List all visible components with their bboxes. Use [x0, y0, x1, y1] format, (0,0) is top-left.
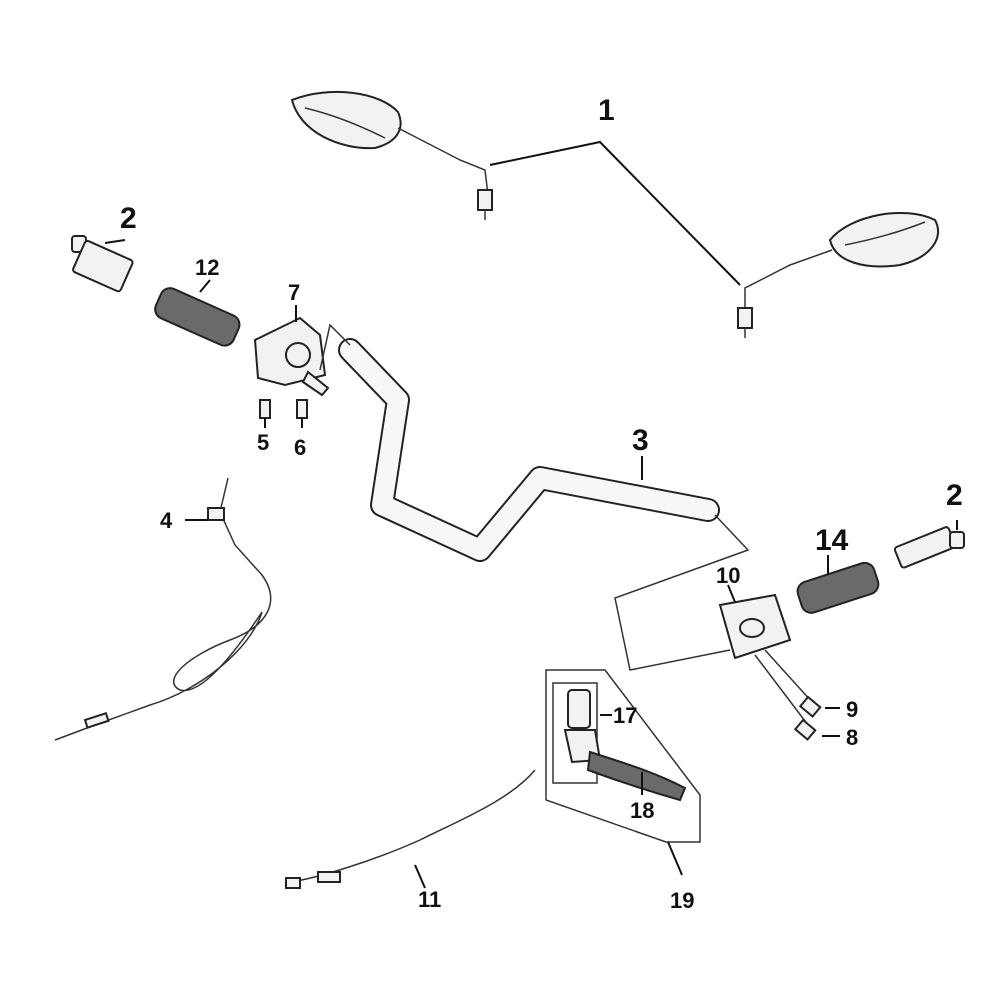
left-switch-housing [253, 305, 330, 397]
right-mirror [737, 211, 940, 338]
callout-9: 9 [846, 697, 858, 722]
lever-assembly-box [545, 669, 701, 843]
callout-10: 10 [716, 563, 740, 588]
throttle-cable [54, 477, 272, 741]
leader-1 [489, 140, 741, 286]
callout-8: 8 [846, 725, 858, 750]
callout-17: 17 [613, 703, 637, 728]
lever-master-cylinder [563, 689, 602, 764]
guide-left [319, 323, 351, 371]
brake-lever [586, 714, 687, 876]
callout-4: 4 [160, 508, 173, 533]
callout-3: 3 [632, 424, 649, 457]
callout-6: 6 [294, 435, 306, 460]
handlebar [338, 338, 720, 562]
screw-6 [296, 399, 308, 428]
bolt-9 [764, 649, 840, 718]
callout-5: 5 [257, 430, 269, 455]
left-grip [154, 279, 241, 347]
callout-2-right: 2 [946, 479, 963, 512]
callout-18: 18 [630, 798, 654, 823]
callout-2-left: 2 [120, 202, 137, 235]
callout-7: 7 [288, 280, 300, 305]
bolt-8 [754, 654, 840, 741]
callout-11: 11 [418, 887, 441, 912]
right-bar-end [893, 520, 965, 569]
left-bar-end [71, 235, 134, 293]
callout-12: 12 [195, 255, 219, 280]
guide-right [614, 514, 750, 671]
screw-5 [259, 399, 271, 428]
right-grip [796, 555, 880, 614]
left-mirror [290, 90, 493, 220]
callout-1: 1 [598, 94, 615, 127]
lever-cable [285, 769, 536, 889]
callout-19: 19 [670, 888, 694, 913]
right-clamp-housing [718, 584, 792, 660]
callout-14: 14 [815, 524, 849, 557]
